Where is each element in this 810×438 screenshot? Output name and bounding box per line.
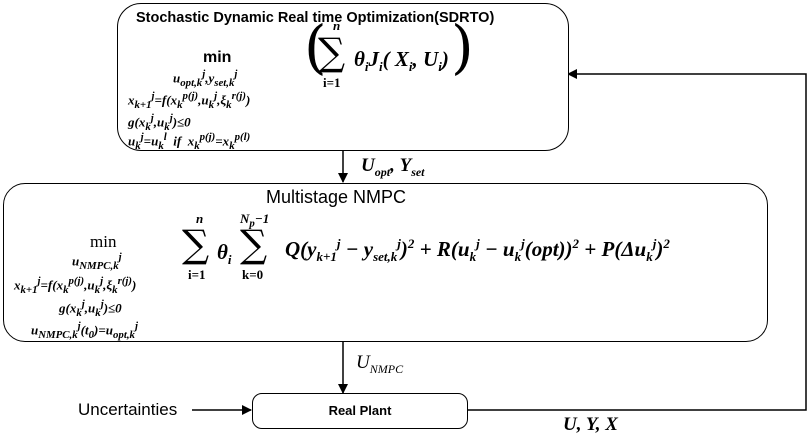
- sum1-upper-limit: n: [196, 211, 204, 226]
- sum1-symbol: ∑: [182, 222, 210, 266]
- theta-term: θi: [217, 240, 232, 268]
- sum2-upper-limit: Np−1: [240, 211, 270, 230]
- feedback-label: U, Y, X: [563, 414, 618, 435]
- sdrto-title: Stochastic Dynamic Real time Optimizatio…: [136, 10, 495, 26]
- nmpc-title: Multistage NMPC: [266, 187, 407, 207]
- sum-upper-limit: n: [333, 18, 341, 33]
- sdrto-constraint-nonanticipativity: ukj=ukl if xkp(j)=xkp(l): [128, 131, 251, 152]
- feedback-loop-line: [468, 69, 807, 411]
- sdrto-min-subscript: uopt,kj,yset,kj: [173, 68, 238, 89]
- sdrto-box: Stochastic Dynamic Real time Optimizatio…: [117, 3, 569, 152]
- right-paren: ): [451, 13, 474, 81]
- nmpc-constraint-dynamics: xk+1j=f(xkp(j),ukj,ξkr(j)): [14, 275, 137, 296]
- sdrto-constraint-dynamics: xk+1j=f(xkp(j),ukj,ξkr(j)): [128, 90, 251, 111]
- nmpc-min-subscript: uNMPC,kj: [72, 251, 122, 272]
- sum2-lower-limit: k=0: [242, 267, 264, 282]
- sdrto-constraint-inequality: g(xkj,ukj)≤0: [128, 112, 191, 133]
- nmpc-cost-terms: Q(yk+1j − yset,kj)2 + R(ukj − ukj(opt))2…: [285, 236, 670, 265]
- real-plant-box: Real Plant: [252, 393, 468, 429]
- sdrto-min-word: min: [203, 49, 232, 66]
- left-paren: (: [304, 13, 327, 81]
- nmpc-box: Multistage NMPC min uNMPC,kj n ∑ i=1 θi …: [3, 183, 768, 342]
- sum2-symbol: ∑: [240, 222, 268, 266]
- label-uopt-yset: Uopt, Yset: [361, 155, 425, 179]
- uncertainties-label: Uncertainties: [78, 400, 178, 419]
- nmpc-constraint-inequality: g(xkj,ukj)≤0: [59, 298, 122, 319]
- nmpc-min-word: min: [90, 232, 117, 251]
- objective-term: θiJi( Xi, Ui): [354, 47, 449, 75]
- real-plant-label: Real Plant: [328, 403, 392, 418]
- sum-lower-limit: i=1: [323, 75, 341, 90]
- nmpc-constraint-initial: uNMPC,kj(t0)=uopt,kj: [31, 320, 138, 341]
- label-unmpc: UNMPC: [356, 352, 404, 376]
- sum-symbol: ∑: [318, 30, 346, 74]
- sum1-lower-limit: i=1: [188, 267, 206, 282]
